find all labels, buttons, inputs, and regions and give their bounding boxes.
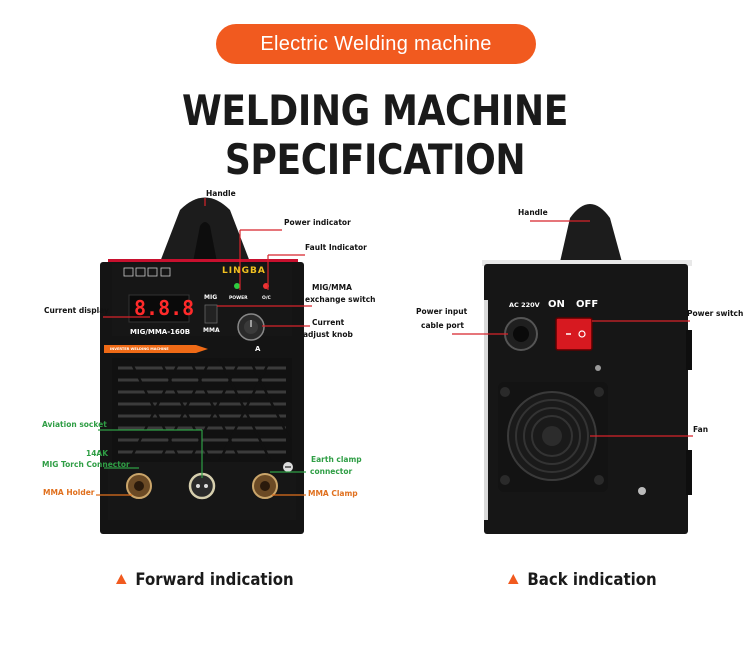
label-power-switch: Power switch xyxy=(687,309,744,318)
label-aviation-socket: Aviation socket xyxy=(42,420,107,429)
label-current-2: adjust knob xyxy=(303,330,353,339)
cert-icon xyxy=(123,267,134,277)
mma-text: MMA xyxy=(203,327,220,334)
label-torch-1: 14AK xyxy=(86,449,109,458)
cert-icon xyxy=(147,267,158,277)
strip-text: INVERTER WELDING MACHINE xyxy=(110,347,169,351)
power-switch xyxy=(555,317,593,351)
caption-front: Forward indication xyxy=(116,570,294,590)
back-handle xyxy=(560,204,622,262)
front-strip xyxy=(104,345,208,353)
label-switch-1: MIG/MMA xyxy=(312,283,352,292)
cert-icon xyxy=(135,267,146,277)
caption-back-text: Back indication xyxy=(527,570,657,590)
page-title: WELDING MACHINE SPECIFICATION xyxy=(182,86,568,184)
power-led xyxy=(234,283,240,289)
triangle-icon xyxy=(508,574,519,584)
amp-text: A xyxy=(255,345,261,353)
caption-front-text: Forward indication xyxy=(135,570,294,590)
triangle-icon xyxy=(116,574,127,584)
label-power-indicator: Power indicator xyxy=(284,218,351,227)
current-display-value: 8.8.8 xyxy=(134,296,195,320)
label-handle-back: Handle xyxy=(518,208,548,217)
front-machine xyxy=(96,197,312,534)
label-switch-2: exchange switch xyxy=(305,295,376,304)
label-fan: Fan xyxy=(693,425,709,434)
label-power-input-1: Power input xyxy=(416,307,468,316)
label-handle-front: Handle xyxy=(206,189,236,198)
on-text: ON xyxy=(548,299,565,310)
label-torch-2: MIG Torch Connector xyxy=(42,460,130,469)
category-banner: Electric Welding machine xyxy=(216,24,536,64)
power-text: POWER xyxy=(229,296,248,301)
label-mma-clamp: MMA Clamp xyxy=(308,489,358,498)
label-fault-indicator: Fault Indicator xyxy=(305,243,367,252)
oc-text: O/C xyxy=(262,296,271,301)
brand-logo: LINGBA xyxy=(222,266,266,276)
back-machine xyxy=(452,204,693,534)
label-current-1: Current xyxy=(312,318,345,327)
label-power-input-2: cable port xyxy=(421,321,464,330)
label-current-display: Current display xyxy=(44,306,109,315)
label-earth-clamp-2: connector xyxy=(310,467,353,476)
cert-icon xyxy=(160,267,171,277)
off-text: OFF xyxy=(576,299,599,310)
voltage-text: AC 220V xyxy=(509,301,540,309)
label-earth-clamp-1: Earth clamp xyxy=(311,455,362,464)
mig-text: MIG xyxy=(204,294,218,301)
caption-back: Back indication xyxy=(508,570,657,590)
label-mma-holder: MMA Holder xyxy=(43,488,95,497)
mig-mma-switch xyxy=(204,304,218,324)
model-label: MIG/MMA-160B xyxy=(130,328,191,336)
